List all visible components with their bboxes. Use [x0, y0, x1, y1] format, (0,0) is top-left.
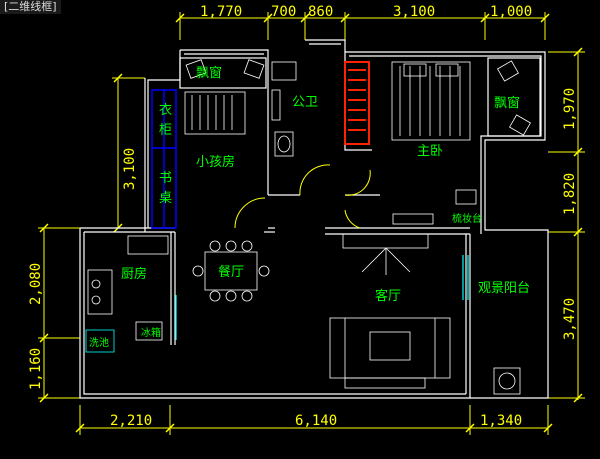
label-balcony: 观景阳台 [478, 281, 530, 296]
dim-right-1: 1,970 [562, 88, 578, 130]
dim-left-3: 1,160 [28, 348, 44, 390]
dim-top-3: 860 [308, 4, 333, 20]
label-washbasin: 洗池 [89, 336, 109, 349]
label-vanity: 梳妆台 [452, 212, 482, 225]
dim-right-2: 1,820 [562, 173, 578, 215]
dim-left-1: 3,100 [122, 148, 138, 190]
kids-bed [184, 91, 246, 135]
dim-bottom-1: 2,210 [110, 413, 152, 429]
master-bed [391, 61, 471, 141]
windows [175, 255, 469, 340]
viewport-title: [二维线框] [0, 0, 61, 14]
label-desk-1: 书 [159, 171, 172, 186]
sofa-set [329, 317, 451, 389]
label-fridge: 冰箱 [141, 326, 161, 339]
doors [234, 164, 371, 229]
bay-window-chairs [185, 59, 531, 205]
dim-top-1: 1,770 [200, 4, 242, 20]
label-kids-room: 小孩房 [196, 154, 235, 170]
label-bay-window-left: 飘窗 [196, 65, 222, 81]
tv-cabinet [342, 213, 434, 275]
label-wardrobe-1: 衣 [159, 102, 172, 118]
label-bay-window-right: 飘窗 [494, 95, 520, 111]
dim-right-3: 3,470 [562, 298, 578, 340]
label-wardrobe-2: 柜 [159, 123, 172, 138]
label-public-bath: 公卫 [292, 95, 318, 110]
washing-machine [493, 367, 521, 395]
dim-top-4: 3,100 [393, 4, 435, 20]
wardrobe-desk [151, 89, 177, 229]
dim-left-2: 2,080 [28, 263, 44, 305]
label-kitchen: 厨房 [121, 266, 147, 282]
dim-top-2: 700 [271, 4, 296, 20]
label-desk-2: 桌 [159, 191, 172, 206]
label-dining: 餐厅 [218, 264, 244, 280]
kitchen-fixtures [85, 235, 169, 353]
dim-bottom-2: 6,140 [295, 413, 337, 429]
label-master-bedroom: 主卧 [417, 144, 443, 159]
dim-top-5: 1,000 [490, 4, 532, 20]
label-living: 客厅 [375, 288, 401, 304]
walls [79, 39, 549, 399]
dim-bottom-3: 1,340 [480, 413, 522, 429]
dimension-ticks [39, 13, 583, 433]
bathroom-fixtures [271, 61, 297, 157]
master-closet [344, 61, 370, 145]
dining-set [192, 240, 270, 302]
